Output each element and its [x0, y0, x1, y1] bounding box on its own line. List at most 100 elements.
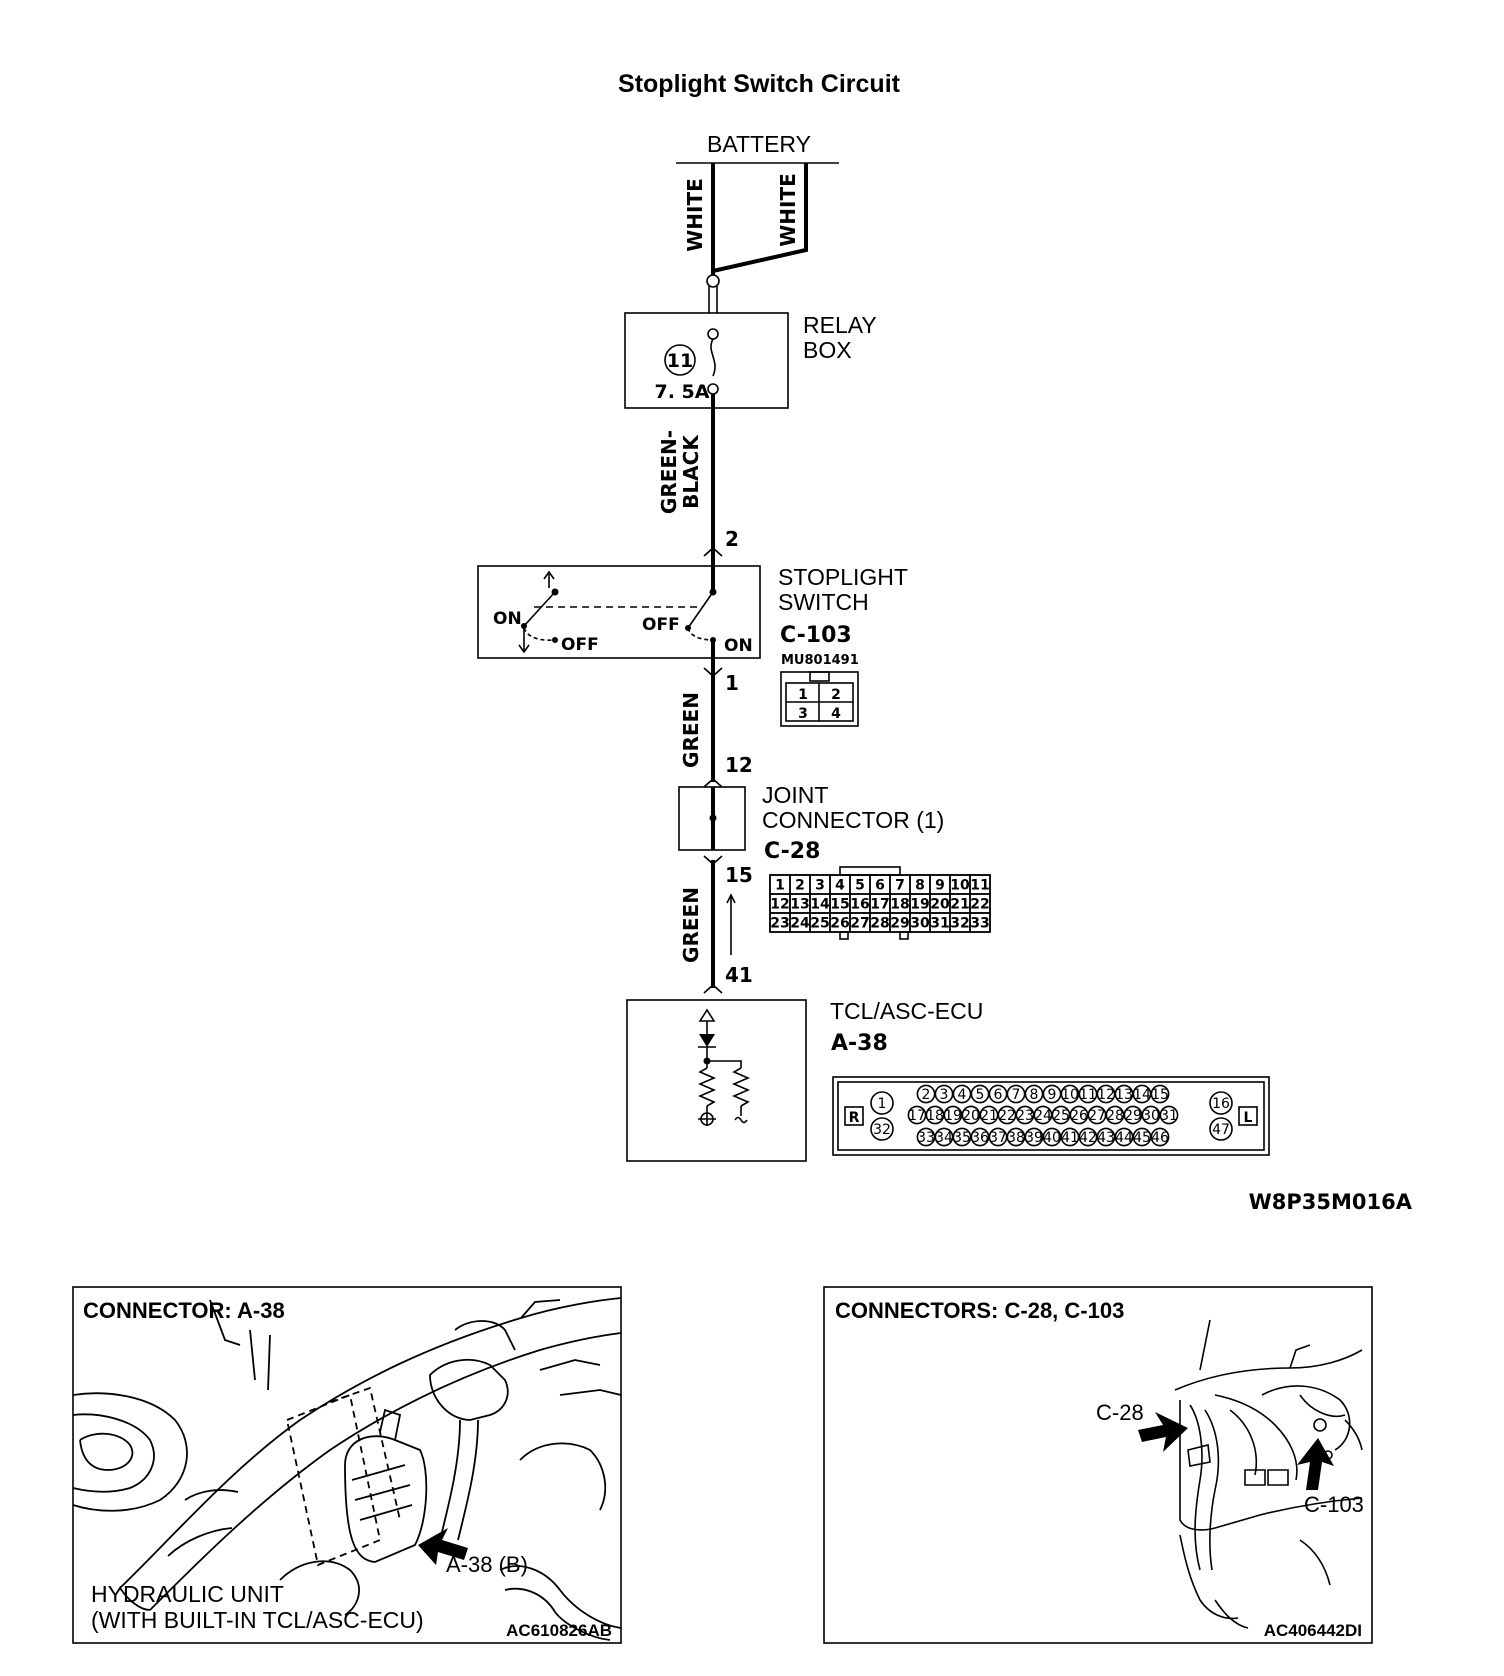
ecu-pin-label: 13 [1115, 1087, 1133, 1103]
switch-pin-bottom: 1 [725, 671, 739, 695]
pin-12-mark [703, 777, 723, 788]
joint-pin-out: 15 [725, 863, 753, 887]
relay-box-label-2: BOX [803, 337, 852, 363]
pin-41-mark [703, 983, 723, 994]
c103-pin-4: 4 [831, 706, 841, 722]
ecu-pin-label: 16 [1212, 1096, 1230, 1112]
c28-pin: 18 [890, 897, 909, 913]
wire-color-white-left: WHITE [683, 178, 707, 252]
c28-pin: 11 [970, 878, 989, 894]
panel-left-caption-2: (WITH BUILT-IN TCL/ASC-ECU) [91, 1607, 424, 1633]
switch-right-on-label: ON [724, 636, 753, 656]
ecu-pin-label: 41 [1061, 1130, 1079, 1146]
c28-pin: 6 [875, 878, 885, 894]
panel-left-caption-1: HYDRAULIC UNIT [91, 1581, 284, 1607]
c28-pin: 29 [890, 916, 909, 932]
ecu-pin-label: 11 [1079, 1087, 1097, 1103]
ecu-pin-label: 42 [1079, 1130, 1097, 1146]
ecu-pin-label: 39 [1025, 1130, 1043, 1146]
ecu-pin-label: 9 [1048, 1087, 1057, 1103]
wire-color-green-top: GREEN [679, 692, 703, 768]
ecu-pin-label: 34 [935, 1130, 953, 1146]
c28-pin: 32 [950, 916, 969, 932]
switch-left-off-contact [552, 637, 558, 643]
switch-right-off-label: OFF [642, 615, 680, 635]
c28-pin: 4 [835, 878, 845, 894]
ecu-label: TCL/ASC-ECU [830, 998, 983, 1024]
ecu-pin-label: 24 [1034, 1108, 1052, 1124]
c28-pin: 24 [790, 916, 810, 932]
ecu-face-left-tag: R [849, 1110, 860, 1126]
ecu-pin-label: 6 [994, 1087, 1003, 1103]
panel-left-header: CONNECTOR: A-38 [83, 1298, 285, 1323]
ecu-pin-label: 2 [922, 1087, 931, 1103]
joint-splice-dot [709, 814, 717, 822]
c103-callout-arrow [1297, 1438, 1334, 1490]
panel-right-code: AC406442DI [1264, 1621, 1362, 1640]
ecu-pin-label: 21 [980, 1108, 998, 1124]
ecu-outline [626, 999, 807, 1162]
ecu-input-circuit [697, 1008, 751, 1126]
switch-left-lower-arrow [518, 644, 530, 654]
c103-pin-2: 2 [831, 687, 841, 703]
ecu-pin-label: 17 [908, 1108, 926, 1124]
figure-code: W8P35M016A [1249, 1190, 1413, 1214]
c28-pin: 7 [895, 878, 905, 894]
panel-right-header: CONNECTORS: C-28, C-103 [835, 1298, 1124, 1323]
ecu-pin-label: 14 [1133, 1087, 1151, 1103]
wire-color-green-black-2: BLACK [679, 434, 703, 509]
joint-connector-id: C-28 [764, 839, 820, 864]
c28-pin: 30 [910, 916, 930, 932]
c28-pin: 14 [810, 897, 830, 913]
switch-label-2: SWITCH [778, 589, 869, 615]
joint-label-2: CONNECTOR (1) [762, 807, 944, 833]
switch-left-off-label: OFF [561, 635, 599, 655]
ecu-pin-label: 10 [1061, 1087, 1079, 1103]
c103-pin-1: 1 [798, 687, 808, 703]
ecu-pin-label: 46 [1151, 1130, 1169, 1146]
ecu-pin-label: 18 [926, 1108, 944, 1124]
ecu-pin-label: 20 [962, 1108, 980, 1124]
wire-color-white-right: WHITE [776, 173, 800, 247]
c28-pin: 23 [770, 916, 789, 932]
wire-color-green-bottom: GREEN [679, 887, 703, 963]
ecu-pin-label: 47 [1212, 1122, 1230, 1138]
ecu-pin: 41 [725, 963, 753, 987]
connector-a38-panel: CONNECTOR: A-38 [72, 1286, 622, 1644]
switch-left-travel [523, 627, 555, 641]
switch-pin-top: 2 [725, 527, 739, 551]
c28-pin: 25 [810, 916, 829, 932]
c28-pin: 12 [770, 897, 789, 913]
ecu-pin-label: 36 [971, 1130, 989, 1146]
switch-left-upper-arrow [543, 570, 555, 580]
ecu-pin-label: 7 [1012, 1087, 1021, 1103]
panel-right-callout-2: C-103 [1304, 1492, 1364, 1517]
ecu-pin-label: 38 [1007, 1130, 1025, 1146]
c28-pin: 13 [790, 897, 809, 913]
c28-pin: 31 [930, 916, 949, 932]
signal-direction-arrow [726, 893, 736, 904]
ecu-pin-label: 5 [976, 1087, 985, 1103]
wire-color-green-black-1: GREEN- [657, 430, 681, 514]
joint-pin-in: 12 [725, 753, 753, 777]
panel-right-callout-1: C-28 [1096, 1400, 1144, 1425]
fuse-rating: 7. 5A [655, 381, 710, 403]
switch-connector-id: C-103 [780, 623, 852, 648]
ecu-pin-label: 28 [1106, 1108, 1124, 1124]
c28-pin: 26 [830, 916, 849, 932]
c28-pin: 5 [855, 878, 865, 894]
ecu-pin-label: 19 [944, 1108, 962, 1124]
c28-callout-arrow [1138, 1412, 1188, 1452]
ecu-pin-label: 25 [1052, 1108, 1070, 1124]
c28-pin: 20 [930, 897, 950, 913]
c28-pin: 19 [910, 897, 929, 913]
diagram-title: Stoplight Switch Circuit [618, 70, 901, 98]
c103-connector-face: 1 2 3 4 [780, 671, 859, 727]
relay-box-label-1: RELAY [803, 312, 877, 338]
c28-pin: 22 [970, 897, 989, 913]
c28-pin: 16 [850, 897, 869, 913]
c28-pin: 3 [815, 878, 825, 894]
switch-left-blade [523, 591, 556, 627]
